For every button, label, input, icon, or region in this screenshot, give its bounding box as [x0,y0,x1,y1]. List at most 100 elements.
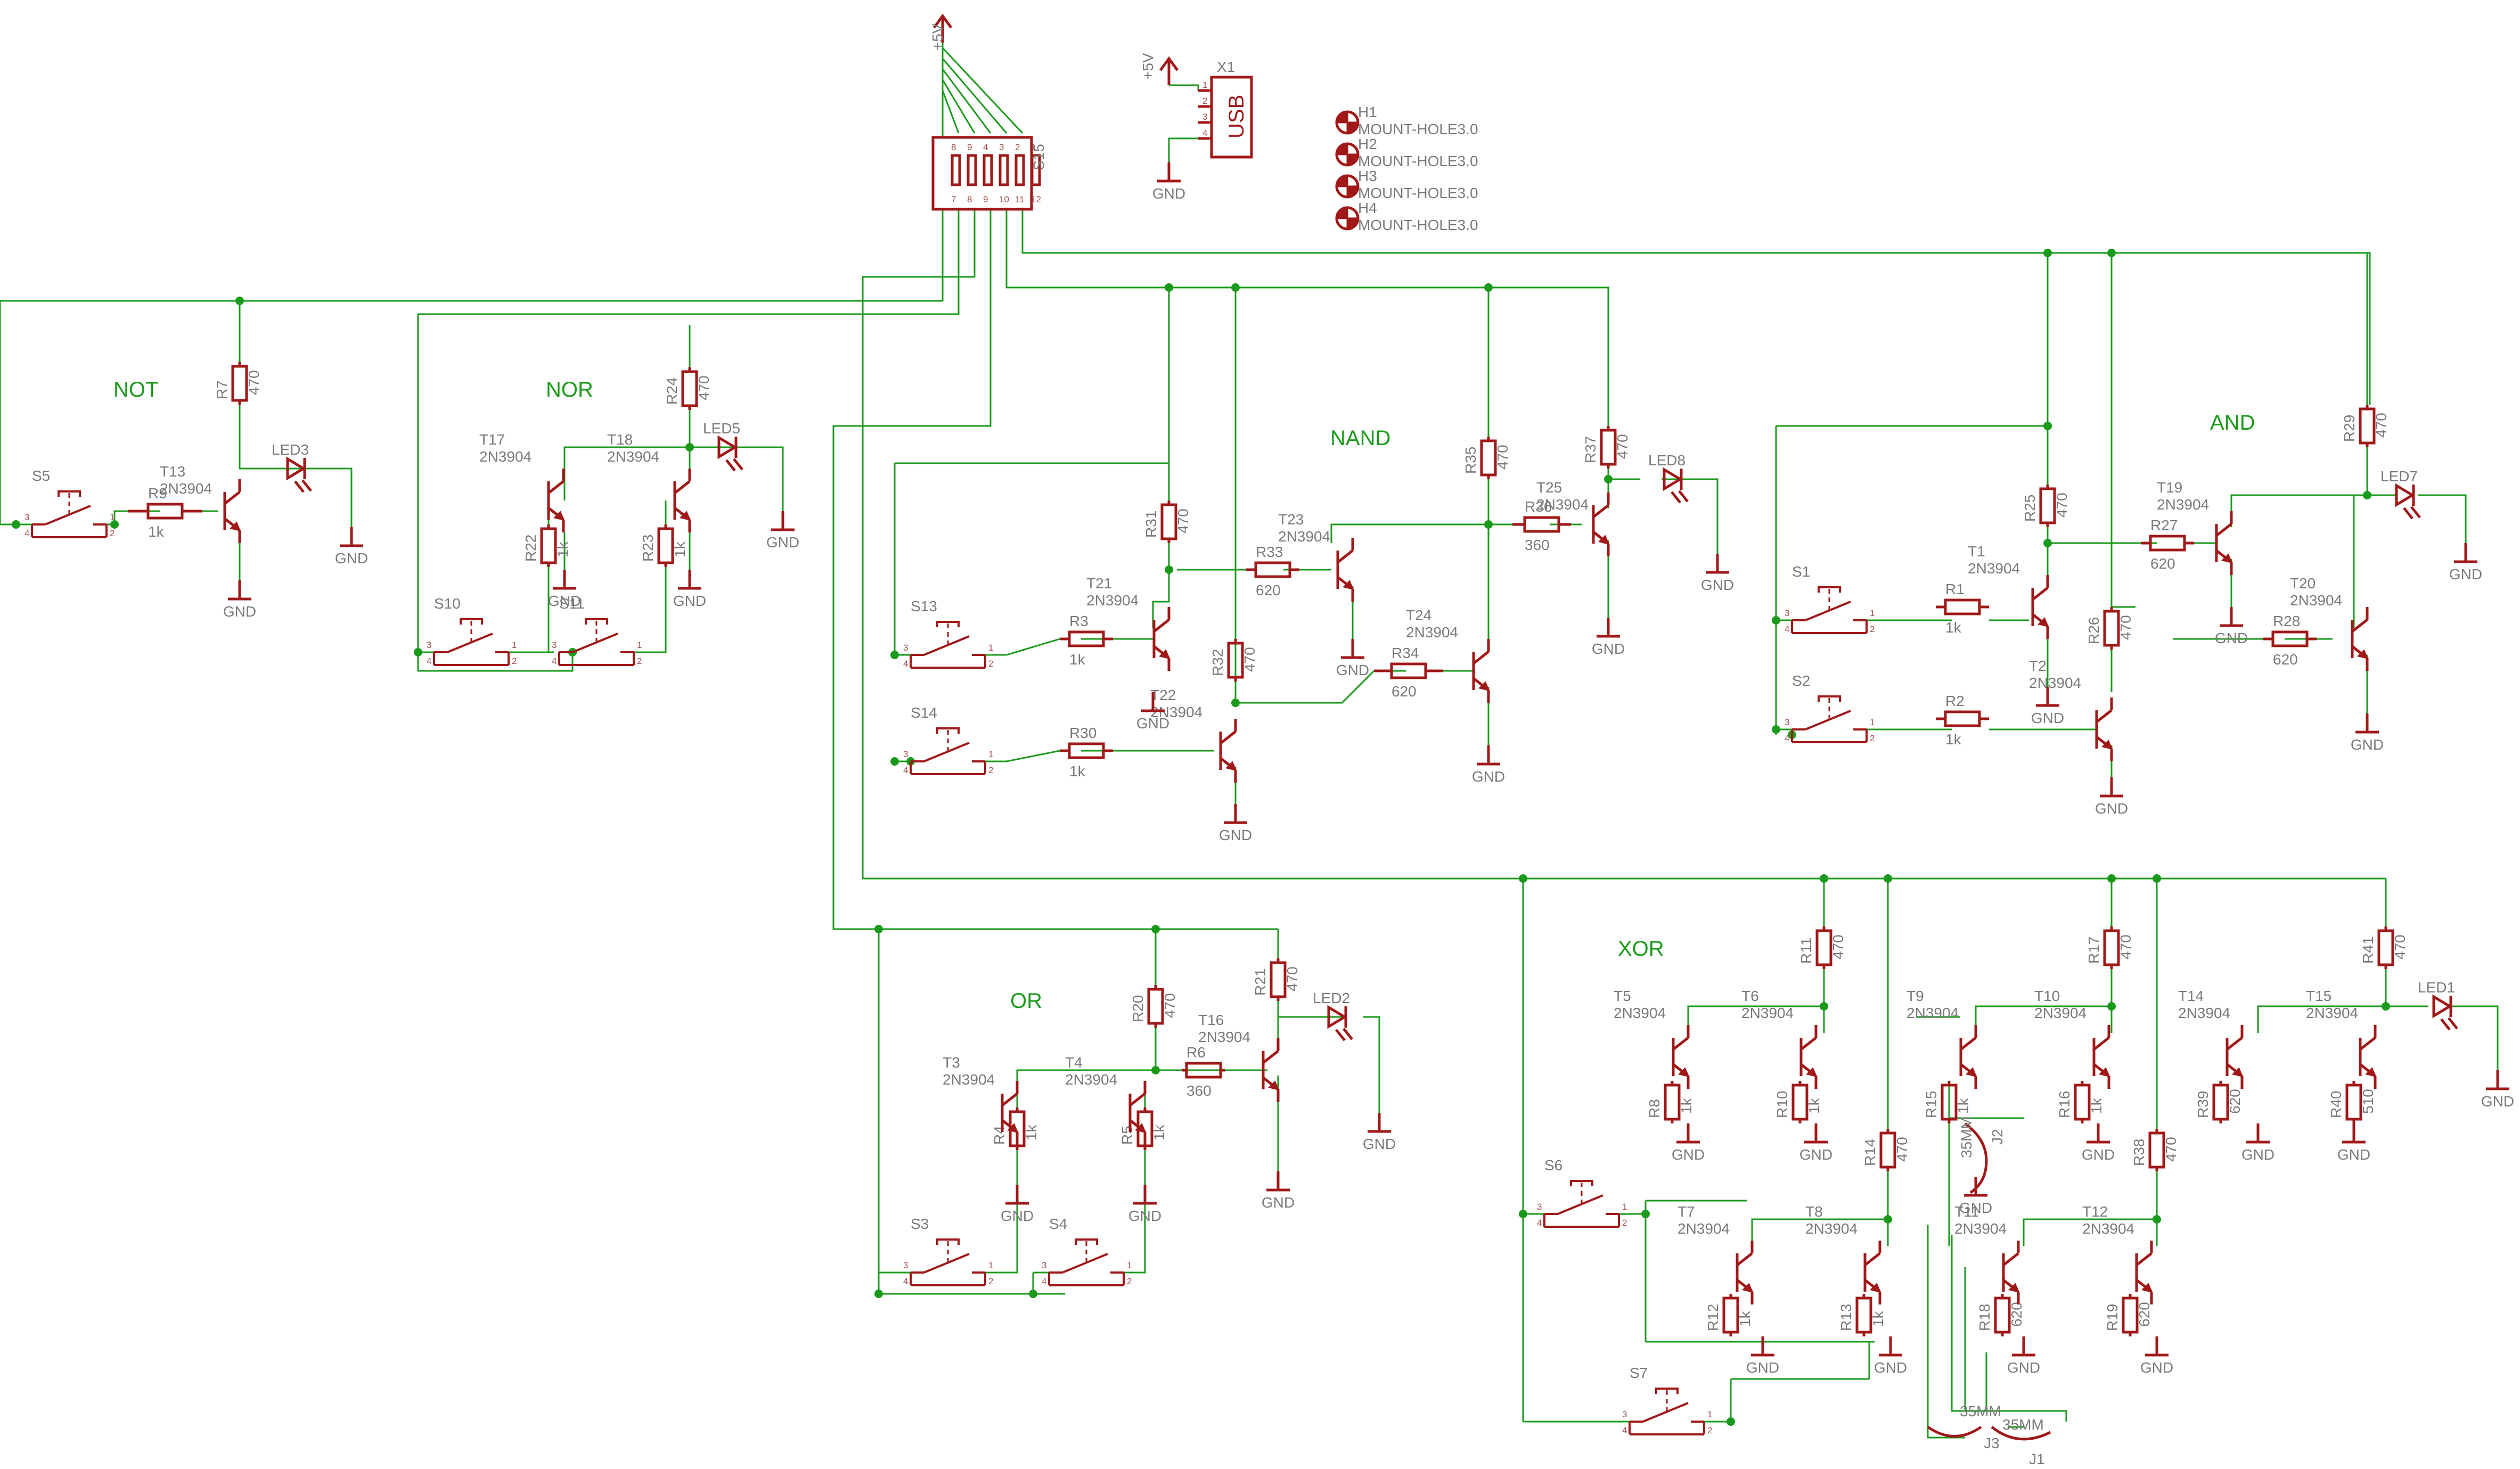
mount-hole-name: H3 [1358,168,1377,184]
transistor-arrow [1135,1123,1147,1134]
led-ray [2440,1018,2451,1031]
resistor-body [1815,929,1832,966]
transistor-collector [1262,1050,1279,1064]
junction-dot [1772,616,1780,625]
dip-switch-lever [999,154,1009,186]
transistor-collector [547,480,564,494]
led-triangle [2395,483,2415,507]
resistor-name: R23 [640,535,656,562]
switch-pin-label: 2 [1622,1218,1627,1228]
switch-lever [1642,1402,1689,1423]
resistor-value: 620 [2227,1089,2243,1114]
transistor-arrow [1159,649,1171,660]
transistor-name: T3 [943,1054,960,1071]
wire [1152,543,1170,628]
wire [509,567,550,653]
transistor-value: 2N3904 [1678,1220,1730,1237]
wire [862,208,1523,880]
switch-pin-label: 4 [1622,1425,1627,1435]
switch-name: S5 [32,467,50,484]
resistor-value: 470 [2392,934,2408,959]
transistor-collector [1864,1252,1881,1266]
ground-symbol: GND [673,570,706,609]
resistor-name: R41 [2360,937,2376,964]
switch-button [936,621,960,627]
usb-pin-label: 3 [1202,112,1207,122]
resistor-value: 470 [1175,508,1191,534]
switch-pin-label: 3 [1042,1260,1046,1270]
resistor-name: R13 [1838,1304,1854,1331]
switch-lever [1805,710,1851,731]
junction-dot [1231,283,1240,292]
switch-pin-label: 2 [637,656,642,666]
wire [1016,1069,1033,1086]
ground-label: GND [548,593,581,609]
jumper-name: J1 [2029,1451,2045,1467]
switch-pin-label: 4 [24,528,29,538]
switch-button [585,618,608,625]
dip-switch-lever [983,154,993,186]
resistor-name: R14 [1862,1139,1878,1166]
transistor-value: 2N3904 [1406,624,1458,641]
switch-name: S13 [911,598,937,614]
resistor-value: 620 [2008,1302,2025,1327]
resistor-name: R18 [1976,1304,1993,1331]
wire-layer [0,24,2499,1439]
transistor-arrow [1742,1283,1754,1293]
transistor-value: 2N3904 [160,480,212,497]
led-name: LED7 [2380,468,2418,485]
ground-label: GND [1363,1136,1396,1152]
mount-hole-fill [1346,185,1359,198]
resistor-value: 1k [1151,1124,1167,1140]
switch-button [1818,695,1841,702]
resistor-name: R25 [2022,495,2038,522]
ground-label: GND [2140,1359,2173,1376]
junction-dot [874,925,883,933]
wire [1751,1171,1889,1246]
switch-lever [923,742,970,762]
resistor-name: R9 [148,485,167,502]
mount-hole-fill [1336,175,1348,187]
transistor-arrow [2357,649,2369,660]
switch-pin-label: 3 [903,643,908,653]
ground-label: GND [673,593,706,609]
junction-dot [235,297,244,305]
junction-dot [2382,1002,2390,1011]
transistor-name: T15 [2306,988,2331,1004]
led-ray [1335,1029,1346,1041]
resistor-name: R3 [1069,613,1089,629]
transistor-name: T13 [160,463,185,480]
transistor-value: 2N3904 [943,1071,995,1088]
transistor-arrow [1966,1067,1977,1078]
resistor-body [657,527,674,564]
wire [239,405,353,527]
transistor-arrow [553,511,565,521]
mount-hole-name: H2 [1358,136,1377,152]
ground-symbol: GND [223,580,256,620]
wire [2418,494,2467,543]
transistor-collector [674,480,691,494]
wire [314,467,353,511]
ground-symbol: GND [2140,1336,2173,1376]
switch-pin-label: 3 [1537,1202,1542,1212]
switch-name: S4 [1049,1216,1067,1232]
switch-pin-label: 4 [1042,1276,1046,1286]
transistor-value: 2N3904 [2157,496,2209,513]
ground-label: GND [1701,577,1734,593]
dip-pin-label: 1 [1031,142,1036,152]
ground-label: GND [1746,1359,1779,1376]
ground-symbol: GND [1152,162,1185,202]
resistor-body [2103,929,2120,966]
dip-pin-label: 4 [983,142,988,152]
